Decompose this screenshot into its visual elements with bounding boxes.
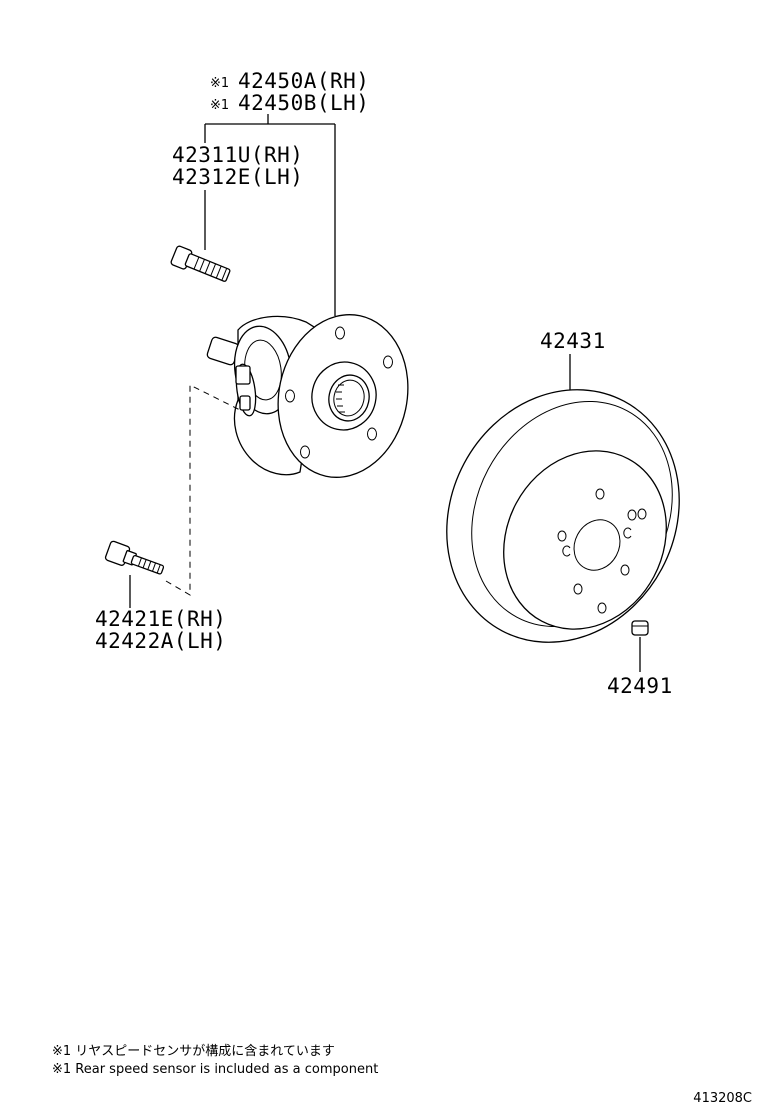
hub-bearing-rh-part-number[interactable]: 42450A(RH) — [238, 69, 369, 93]
mount-bolt-rh-part-number[interactable]: 42421E(RH) — [95, 607, 226, 631]
footnote-mark-rh: ※1 — [210, 76, 229, 91]
mount-bolt-drawing[interactable] — [104, 540, 166, 580]
hub-bearing-leader-lines — [204, 114, 336, 316]
hub-bearing-lh-part-number[interactable]: 42450B(LH) — [238, 91, 369, 115]
hub-bolt-drawing[interactable] — [170, 245, 231, 285]
hub-bolt-lh-part-number[interactable]: 42312E(LH) — [172, 165, 303, 189]
mount-bolt-lh-part-number[interactable]: 42422A(LH) — [95, 629, 226, 653]
footnote-mark-lh: ※1 — [210, 98, 229, 113]
hub-bearing-drawing[interactable] — [206, 302, 422, 489]
hub-bearing-label-group: ※1 42450A(RH) ※1 42450B(LH) — [210, 69, 369, 115]
footnote-japanese: ※1 リヤスピードセンサが構成に含まれています — [52, 1044, 335, 1059]
disc-part-number[interactable]: 42431 — [540, 329, 606, 353]
hole-plug-drawing[interactable] — [631, 620, 649, 636]
illustration-code: 413208C — [693, 1091, 752, 1106]
mount-bolt-dashed-line — [165, 384, 241, 596]
brake-disc-drawing[interactable] — [403, 349, 723, 684]
footnote-english: ※1 Rear speed sensor is included as a co… — [52, 1062, 379, 1077]
hub-bolt-rh-part-number[interactable]: 42311U(RH) — [172, 143, 303, 167]
hole-plug-part-number[interactable]: 42491 — [607, 674, 673, 698]
